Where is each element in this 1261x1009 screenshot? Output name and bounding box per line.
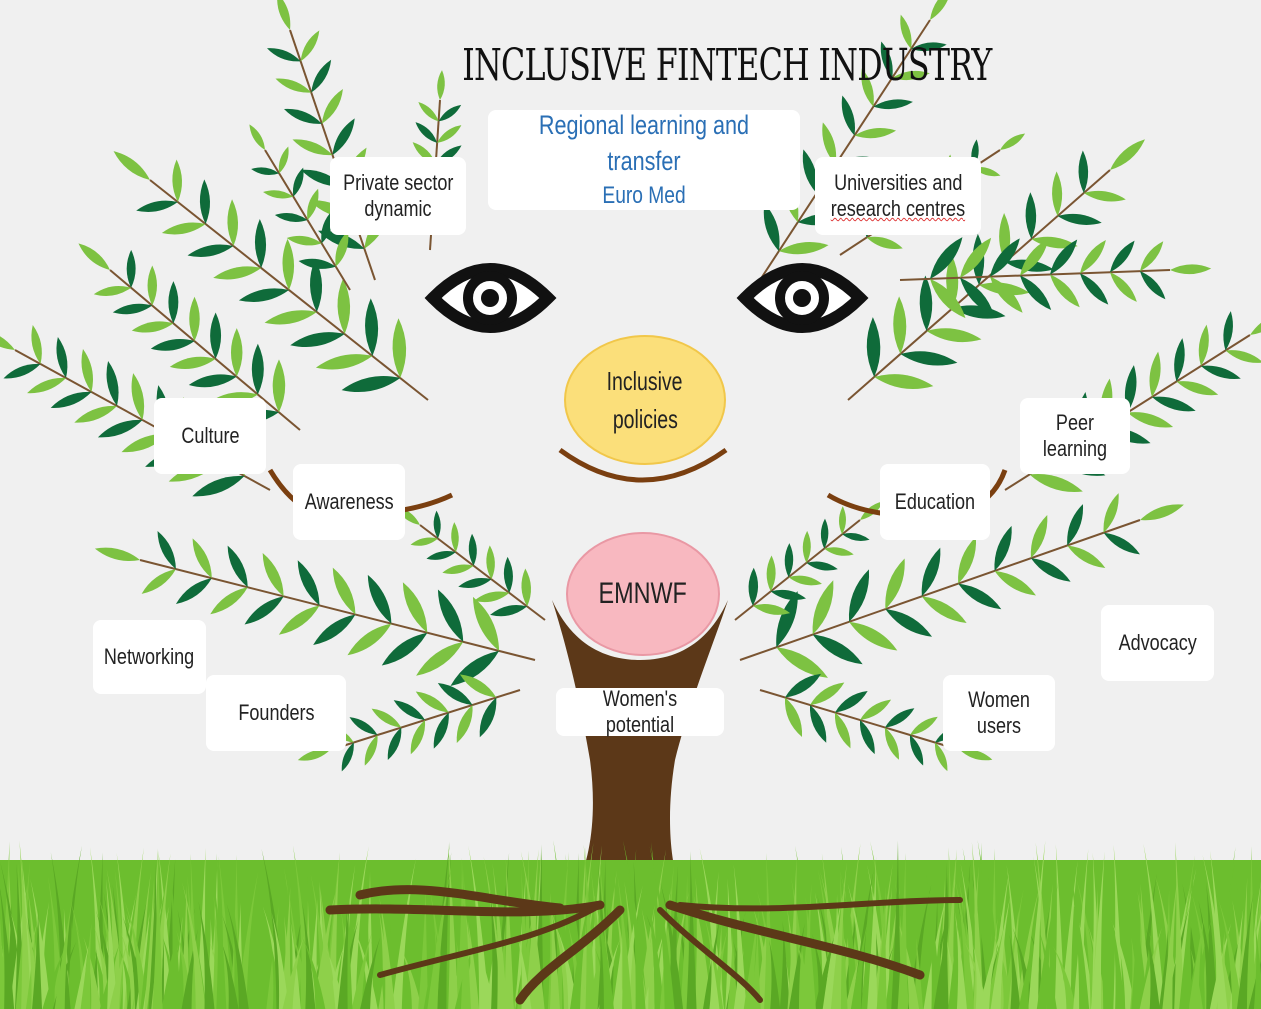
diagram-title: INCLUSIVE FINTECH INDUSTRY bbox=[462, 40, 992, 91]
leaf-branch bbox=[759, 673, 993, 772]
private-sector-line1: Private sector bbox=[342, 170, 454, 195]
leaf-branch bbox=[113, 151, 429, 401]
right-eye-icon bbox=[736, 263, 869, 333]
private-sector-box: Private sector dynamic bbox=[330, 157, 466, 235]
leaf-branch bbox=[899, 237, 1212, 319]
leaf-branch bbox=[396, 506, 546, 621]
leaf-branch bbox=[759, 0, 952, 281]
networking-label: Networking bbox=[104, 644, 195, 669]
emnwf-label: EMNWF bbox=[598, 577, 688, 610]
leaf-branch bbox=[734, 501, 884, 621]
womens-potential-box: Women's potential bbox=[556, 686, 724, 737]
advocacy-box: Advocacy bbox=[1101, 605, 1214, 681]
education-label: Education bbox=[894, 489, 976, 514]
grass bbox=[0, 839, 1261, 1009]
women-users-label: Women users bbox=[968, 687, 1030, 738]
awareness-box: Awareness bbox=[293, 464, 405, 540]
roots bbox=[325, 885, 963, 1005]
leaf-branch bbox=[847, 139, 1145, 401]
education-box: Education bbox=[880, 464, 990, 540]
universities-line2: research centres bbox=[830, 196, 966, 221]
awareness-label: Awareness bbox=[304, 489, 394, 514]
women-users-box: Women users bbox=[943, 675, 1055, 751]
womens-potential-label: Women's potential bbox=[602, 686, 678, 737]
universities-box: Universities and research centres bbox=[815, 157, 981, 235]
trunk bbox=[552, 600, 728, 910]
networking-box: Networking bbox=[93, 620, 206, 694]
euro-med-label: Euro Med bbox=[602, 182, 686, 209]
left-eye-icon bbox=[424, 263, 557, 333]
inclusive-policies-line1: Inclusive bbox=[607, 366, 683, 396]
private-sector-line2: dynamic bbox=[364, 196, 432, 221]
smile-arc-center bbox=[558, 447, 728, 483]
leaf-branch bbox=[739, 493, 1184, 678]
culture-box: Culture bbox=[154, 398, 266, 474]
universities-line1: Universities and bbox=[833, 170, 963, 195]
founders-box: Founders bbox=[206, 675, 346, 751]
regional-learning-box: Regional learning and transfer Euro Med bbox=[488, 110, 800, 210]
inclusive-policies-line2: policies bbox=[612, 404, 678, 434]
emnwf-circle: EMNWF bbox=[566, 532, 720, 656]
advocacy-label: Advocacy bbox=[1118, 630, 1197, 655]
founders-label: Founders bbox=[237, 700, 315, 725]
peer-learning-label: Peer learning bbox=[1042, 410, 1108, 461]
culture-label: Culture bbox=[180, 423, 240, 448]
leaf-branch bbox=[266, 0, 391, 281]
inclusive-policies-circle: Inclusive policies bbox=[564, 335, 726, 465]
branches bbox=[0, 0, 1261, 772]
leaf-branch bbox=[94, 531, 536, 687]
regional-learning-label: Regional learning and transfer bbox=[538, 110, 750, 176]
peer-learning-box: Peer learning bbox=[1020, 398, 1130, 474]
